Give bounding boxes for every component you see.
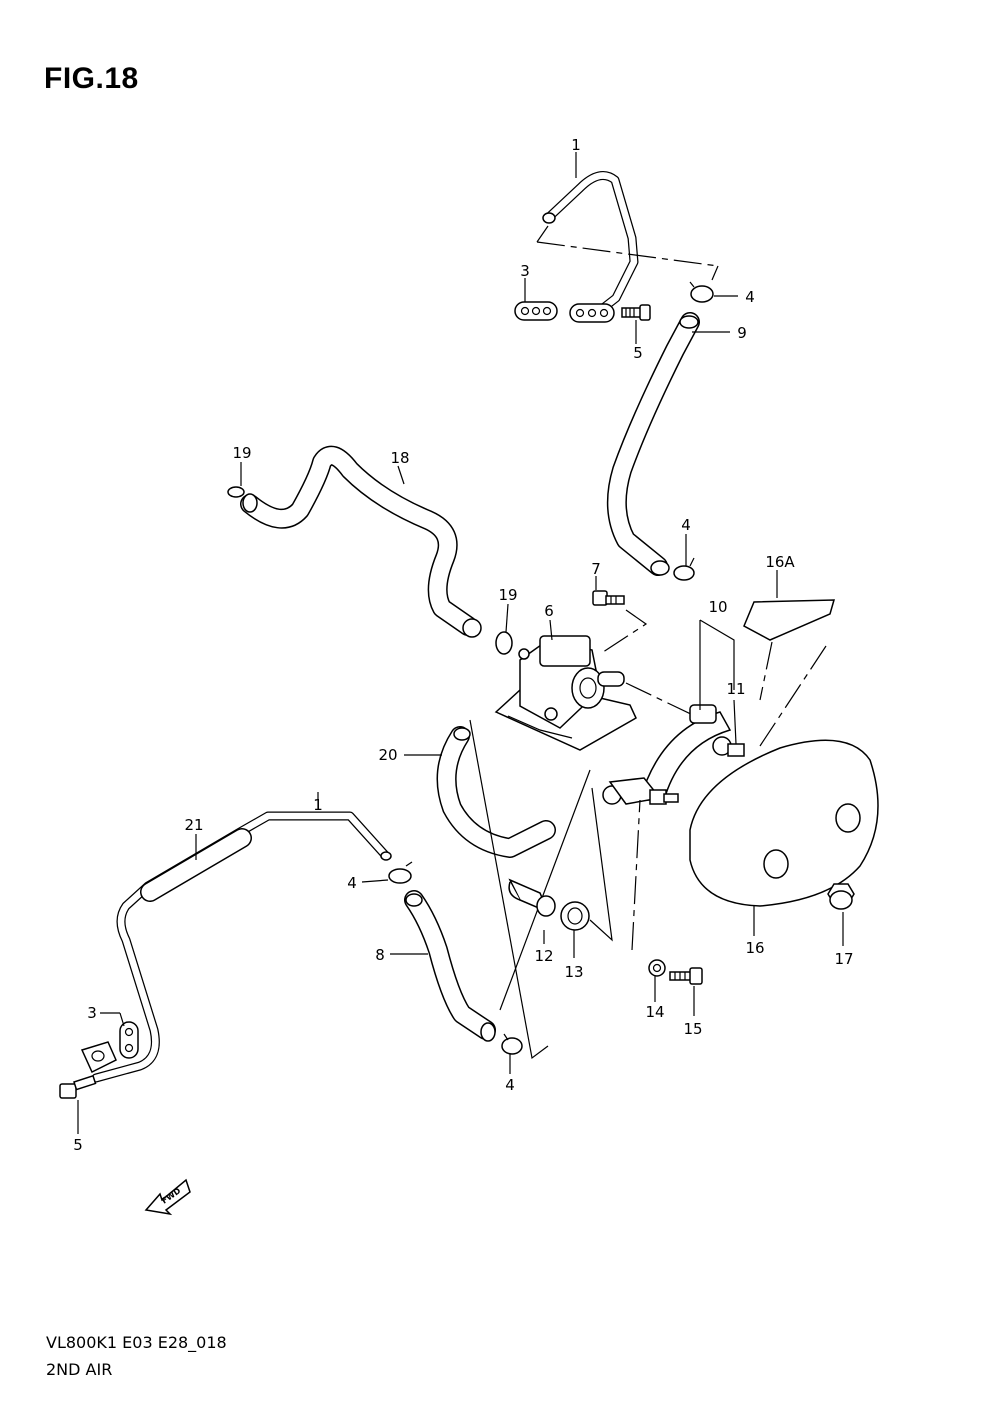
callout-4: 4 [681, 516, 691, 534]
assembly-line [536, 225, 549, 243]
callout-17: 17 [834, 950, 853, 968]
assembly-line [631, 799, 641, 951]
part-8-hose [404, 890, 496, 1042]
callout-16: 16 [745, 939, 764, 957]
part-10-bracket [602, 704, 732, 805]
pipe-flange-lower [80, 1041, 117, 1074]
part-1-pipe [91, 811, 391, 1083]
callout-14: 14 [645, 1003, 664, 1021]
pipe-1-end [380, 851, 392, 861]
part-14-washer [648, 959, 666, 977]
section-name: 2ND AIR [46, 1360, 113, 1379]
part-5-bolt-upper [621, 304, 651, 321]
part-3-gasket-upper [514, 301, 558, 321]
callout-2: 1 [571, 136, 581, 154]
callout-5: 5 [633, 344, 643, 362]
part-17-nut [827, 883, 855, 910]
part-4-clamp-upper [689, 281, 714, 303]
callout-21: 21 [184, 816, 203, 834]
callout-3: 3 [520, 262, 530, 280]
assembly-line [711, 265, 719, 281]
part-5-bolt-lower [59, 1074, 97, 1099]
callout-8: 8 [375, 946, 385, 964]
part-20-hose [436, 726, 556, 858]
part-16a-pad [743, 599, 836, 641]
callout-3: 3 [87, 1004, 97, 1022]
assembly-line [625, 682, 721, 729]
part-4-clamp-pipe1 [388, 861, 413, 884]
part-16-cover [689, 739, 879, 907]
figure-title: FIG.18 [44, 62, 139, 95]
callout-1: 1 [313, 796, 323, 814]
callout-4: 4 [505, 1076, 515, 1094]
part-3-gasket-lower [119, 1021, 139, 1059]
callout-4: 4 [745, 288, 755, 306]
callout-18: 18 [390, 449, 409, 467]
part-19-clamp-right [495, 631, 513, 655]
model-code: VL800K1 E03 E28_018 [46, 1333, 227, 1352]
callout-5: 5 [73, 1136, 83, 1154]
assembly-line [589, 787, 613, 942]
part-4-clamp-hose9 [673, 557, 695, 581]
part-21-sleeve [140, 828, 252, 902]
callout-13: 13 [564, 963, 583, 981]
fwd-arrow-icon: FWD [144, 1178, 191, 1216]
pipe-flange-upper [569, 303, 615, 323]
part-15-bolt [669, 967, 703, 985]
assembly-line [469, 719, 549, 1060]
leader-line [733, 699, 737, 745]
callout-7: 7 [591, 560, 601, 578]
part-13-grommet [560, 901, 590, 931]
callout-15: 15 [683, 1020, 702, 1038]
leader-lines [77, 152, 844, 1134]
callout-9: 9 [737, 324, 747, 342]
assembly-line [759, 641, 827, 747]
part-9-hose [606, 312, 700, 576]
assembly-line [536, 241, 719, 267]
part-2-reed-pipe [542, 171, 639, 317]
callout-11: 11 [726, 680, 745, 698]
callout-19: 19 [232, 444, 251, 462]
part-7-bolt [592, 590, 625, 606]
assembly-line [499, 769, 591, 1011]
assembly-line [599, 609, 648, 655]
callout-12: 12 [534, 947, 553, 965]
callout-6: 6 [544, 602, 554, 620]
part-19-clamp-left [227, 486, 245, 498]
callout-20: 20 [378, 746, 397, 764]
callout-10: 10 [708, 598, 727, 616]
part-6-air-valve [494, 635, 637, 751]
part-4-clamp-lower [501, 1033, 523, 1055]
part-11-bolt [649, 743, 745, 805]
callout-4: 4 [347, 874, 357, 892]
callout-16a: 16A [765, 553, 795, 571]
part-12-spacer [508, 878, 556, 917]
part-18-hose [240, 445, 482, 638]
callout-19: 19 [498, 586, 517, 604]
leader-line [699, 619, 735, 690]
